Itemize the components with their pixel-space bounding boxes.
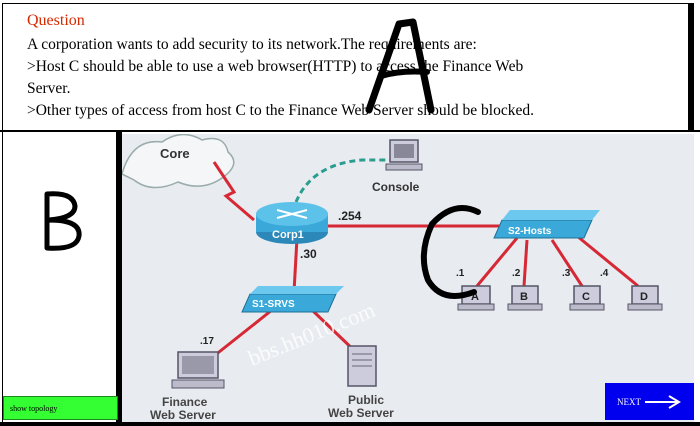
- core-label: Core: [160, 146, 190, 161]
- bottom-border: [0, 422, 700, 426]
- question-line: >Other types of access from host C to th…: [27, 102, 534, 119]
- corp1-router-icon: [256, 202, 328, 244]
- s1-label: S1-SRVS: [252, 299, 295, 310]
- s2-label: S2-Hosts: [508, 226, 552, 237]
- question-title: Question: [27, 12, 85, 29]
- finance-label-1: Finance: [162, 395, 208, 409]
- link-corp1-s1: [292, 237, 299, 293]
- host-c-icon: [569, 285, 605, 311]
- annotation-a-label: A: [361, 14, 362, 15]
- left-panel: B: [2, 132, 117, 424]
- host-ip-2: .2: [512, 268, 521, 279]
- serial-link: [212, 161, 255, 222]
- public-server-icon: [347, 345, 377, 387]
- s1-switch-icon: [241, 286, 344, 313]
- panel-edge: [688, 3, 694, 131]
- finance-server-icon: [171, 351, 225, 389]
- question-line: A corporation wants to add security to i…: [27, 36, 477, 53]
- host-ip-1: .1: [456, 268, 465, 279]
- link-s2-c: [550, 239, 584, 287]
- link-s2-a: [475, 237, 519, 287]
- question-line: >Host C should be able to use a web brow…: [27, 58, 524, 75]
- s2-switch-icon: [493, 210, 600, 239]
- link-s1-finance: [213, 308, 273, 358]
- annotation-b: [44, 191, 82, 251]
- public-label-1: Public: [348, 393, 384, 407]
- host-b-label: B: [520, 291, 528, 303]
- ip-17-label: .17: [200, 336, 214, 347]
- link-s2-b: [522, 239, 529, 287]
- question-line: Server.: [27, 80, 71, 97]
- annotation-a: A: [361, 14, 435, 114]
- host-ip-4: .4: [600, 268, 609, 279]
- host-a-label: A: [471, 291, 479, 303]
- console-label: Console: [372, 180, 420, 194]
- host-d-icon: [627, 285, 663, 311]
- console-pc-icon: [385, 139, 423, 171]
- topology-image: Core Console: [122, 134, 694, 422]
- host-c-label: C: [582, 291, 590, 303]
- host-b-icon: [507, 285, 543, 311]
- corp1-label: Corp1: [272, 229, 304, 241]
- next-button-label: NEXT: [617, 397, 641, 407]
- show-topology-button[interactable]: show topology: [3, 396, 118, 420]
- question-text: A corporation wants to add security to i…: [27, 34, 617, 122]
- public-label-2: Web Server: [328, 406, 394, 420]
- annotation-c: [420, 205, 481, 299]
- core-cloud-icon: [122, 134, 235, 189]
- host-ip-3: .3: [562, 268, 571, 279]
- question-panel: Question A corporation wants to add secu…: [2, 3, 690, 131]
- panel-edge: [116, 132, 122, 424]
- divider: [0, 130, 700, 132]
- arrow-right-icon: [645, 395, 681, 409]
- finance-label-2: Web Server: [150, 408, 216, 422]
- console-link: [294, 158, 392, 203]
- host-d-label: D: [640, 291, 648, 303]
- ip-30-label: .30: [300, 247, 317, 261]
- ip-254-label: .254: [338, 209, 362, 223]
- next-button[interactable]: NEXT: [605, 383, 694, 420]
- link-s2-d: [576, 234, 639, 288]
